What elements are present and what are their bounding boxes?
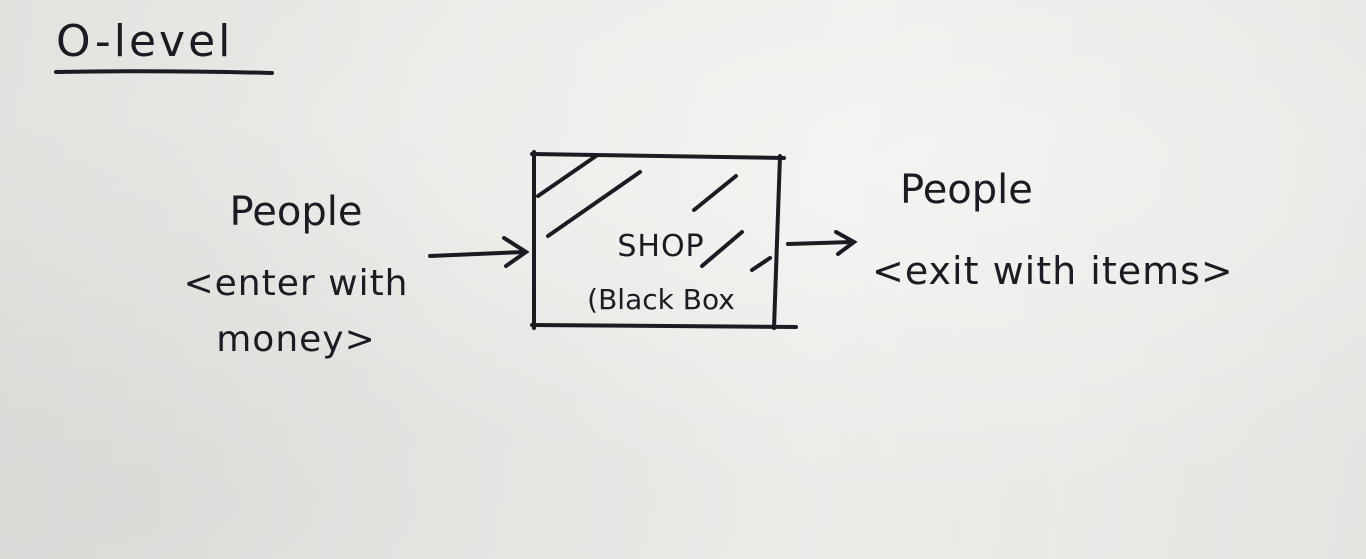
process-note: (Black Box xyxy=(587,283,735,316)
title-underline xyxy=(54,69,274,75)
black-box xyxy=(530,150,798,330)
diagram-title: O-level xyxy=(56,16,234,67)
input-note-line1: <enter with xyxy=(183,263,409,304)
process-label: SHOP xyxy=(617,229,705,264)
output-label: People xyxy=(900,167,1033,213)
output-note: <exit with items> xyxy=(872,249,1234,293)
input-label: People xyxy=(229,189,363,235)
input-note-line2: money> xyxy=(216,319,376,360)
black-box-hatching xyxy=(536,154,772,272)
input-arrow xyxy=(428,236,530,268)
output-arrow xyxy=(786,230,858,256)
